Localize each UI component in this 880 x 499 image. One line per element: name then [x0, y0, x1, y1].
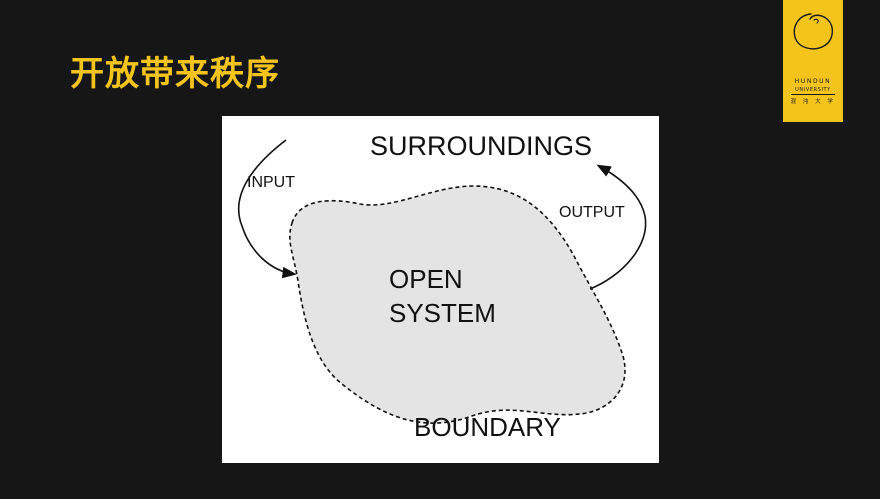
system-boundary: [289, 185, 626, 424]
open-system-diagram: SURROUNDINGS INPUT OUTPUT OPEN SYSTEM BO…: [222, 116, 659, 463]
label-input: INPUT: [247, 174, 295, 191]
slide-title: 开放带来秩序: [70, 54, 280, 94]
logo-text-chinese: 混 沌 大 学: [790, 99, 836, 105]
input-arrow: [237, 139, 297, 279]
logo-divider: [791, 94, 835, 95]
label-system: SYSTEM: [389, 298, 496, 328]
logo-text-university: UNIVERSITY: [795, 87, 831, 93]
output-arrow: [589, 164, 647, 290]
enso-circle-icon: [793, 13, 833, 50]
logo-text-hundun: HUNDUN: [794, 78, 832, 85]
label-open: OPEN: [389, 264, 463, 294]
label-boundary: BOUNDARY: [414, 412, 561, 442]
label-output: OUTPUT: [559, 204, 625, 221]
label-surroundings: SURROUNDINGS: [370, 131, 593, 161]
diagram-graphics: [237, 139, 647, 424]
hundun-university-logo: HUNDUN UNIVERSITY 混 沌 大 学: [783, 0, 843, 122]
